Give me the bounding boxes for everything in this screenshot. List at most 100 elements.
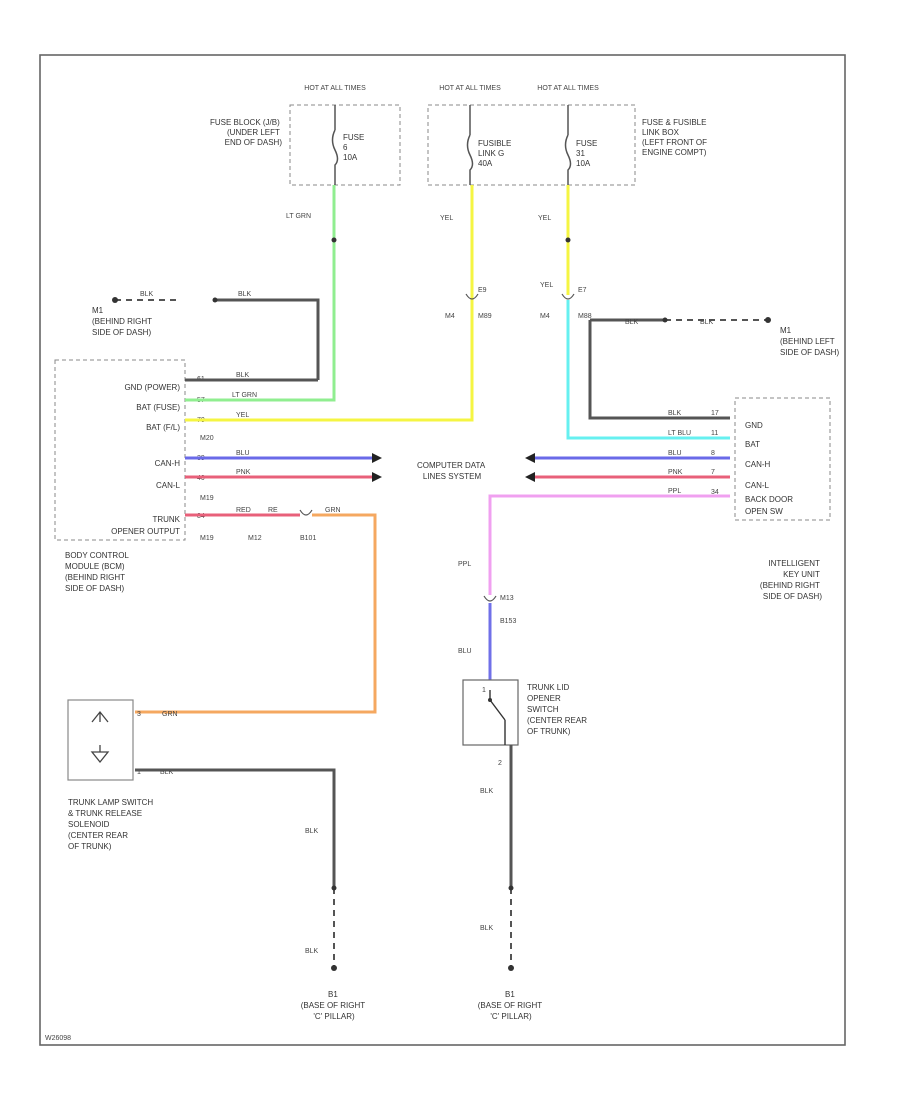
bcm-pin-bat-fl: BAT (F/L) [146,423,180,432]
ground-m1-left-dot [112,297,118,303]
wire-iku-ppl [488,494,730,595]
iku-pinnum-7: 7 [711,469,715,476]
splice-m4b-label: M4 [540,313,550,320]
splice-e9-label: E9 [478,287,487,294]
opener-caption: TRUNK LID OPENER SWITCH (CENTER REAR OF … [527,683,589,736]
wire-label-bcm-red: RED [236,507,251,514]
wire-label-blk-top: BLK [140,291,154,298]
ground-b1-left-label: B1 (BASE OF RIGHT 'C' PILLAR) [301,990,368,1021]
connector-e7 [561,293,575,300]
fuse-6-symbol [331,105,339,185]
hot-label-3: HOT AT ALL TIMES [537,85,599,92]
ground-m1-right-label: M1 (BEHIND LEFT SIDE OF DASH) [780,326,839,357]
splice-m12-label: M12 [248,535,262,542]
wire-label-iku-blu: BLU [668,450,682,457]
bcm-pin-opener: OPENER OUTPUT [111,527,180,536]
opener-switch-box [462,679,519,746]
hot-label-2: HOT AT ALL TIMES [439,85,501,92]
wire-ltblu [566,300,730,440]
node-yel-right [565,237,571,243]
wire-label-ltgrn-vert: LT GRN [286,213,311,220]
diagram-code: W26098 [45,1035,71,1042]
iku-pin-opensw: OPEN SW [745,507,783,516]
ground-m1-right: BLK BLK M1 (BEHIND LEFT SIDE OF DASH) [588,317,839,420]
bcm-pinnum-m19: M19 [200,495,214,502]
connector-m13 [483,595,497,602]
lamp-wire-grn: GRN [162,711,178,718]
splice-m19-label: M19 [200,535,214,542]
opener-switch-dot-top [488,698,492,702]
wire-label-blk-d: BLK [305,948,319,955]
lamp-caption: TRUNK LAMP SWITCH & TRUNK RELEASE SOLENO… [68,798,155,851]
fusible-link-symbol [466,105,474,185]
wire-label-iku-ppl: PPL [668,488,681,495]
trunk-opener-switch: 1 2 TRUNK LID OPENER SWITCH (CENTER REAR… [462,679,589,767]
ground-m1-left-wire-2 [215,298,320,380]
splice-m88-label: M88 [578,313,592,320]
bcm-pin-trunk: TRUNK [152,515,180,524]
splice-m89-label: M89 [478,313,492,320]
wire-label-bcm-pnk: PNK [236,469,251,476]
ground-m1-left: BLK BLK M1 (BEHIND RIGHT SIDE OF DASH) [92,291,320,380]
iku-pin-canh: CAN-H [745,460,771,469]
lamp-wire-blk: BLK [160,769,174,776]
opener-switch-symbol [489,690,506,745]
wire-label-ppl: PPL [458,561,471,568]
wire-label-blk-r1: BLK [625,319,639,326]
diagram-border [39,54,846,1046]
ground-b1-right-dot [508,965,514,971]
wire-label-blk-r2: BLK [700,319,714,326]
arrow-canl-left [372,472,382,482]
fuse-31-label: FUSE 31 10A [576,139,600,168]
wire-label-iku-blk: BLK [668,410,682,417]
iku-pin-bat: BAT [745,440,760,449]
bcm-box [54,359,186,541]
ground-m1-right-dot [765,317,771,323]
wire-label-iku-pnk: PNK [668,469,683,476]
wire-label-blk-top-2: BLK [238,291,252,298]
fuse-link-box [427,104,636,186]
iku-group: GND BAT CAN-H CAN-L BACK DOOR OPEN SW 17… [711,397,831,601]
wire-label-bcm-ltgrn: LT GRN [232,392,257,399]
opener-pin-1: 1 [482,687,486,694]
splice-b101-label: B101 [300,535,316,542]
bcm-pin-canl: CAN-L [156,481,181,490]
wire-bcm-yel [185,185,474,422]
wire-label-yel-1: YEL [440,215,453,222]
hot-label-1: HOT AT ALL TIMES [304,85,366,92]
bcm-pin-canh: CAN-H [155,459,181,468]
bcm-pin-gnd: GND (POWER) [124,383,180,392]
arrow-canl-right [525,472,535,482]
arrow-canh-left [372,453,382,463]
fuse-6-label: FUSE 6 10A [343,133,367,162]
bcm-pinnum-m20: M20 [200,435,214,442]
wire-bcm-ltgrn [185,185,336,402]
solenoid-symbol [90,745,110,764]
node-lamp-ground [331,885,337,891]
splice-m4-label: M4 [445,313,455,320]
fuse-block-label: FUSE BLOCK (J/B) (UNDER LEFT END OF DASH… [210,118,282,147]
splice-b153-label: B153 [500,618,516,625]
iku-box [734,397,831,521]
fuse-31-symbol [564,105,572,185]
splice-m13-label: M13 [500,595,514,602]
iku-pin-gnd: GND [745,421,763,430]
fuse-link-box-group: HOT AT ALL TIMES HOT AT ALL TIMES FUSIBL… [427,85,707,186]
ground-m1-left-label: M1 (BEHIND RIGHT SIDE OF DASH) [92,306,154,337]
wire-label-blk-c: BLK [305,828,319,835]
wire-label-blk-a: BLK [480,788,494,795]
lamp-switch-symbol [91,710,109,723]
bcm-pin-bat-fuse: BAT (FUSE) [136,403,180,412]
fuse-block-box [289,104,401,186]
iku-pin-backdoor: BACK DOOR [745,495,793,504]
wire-label-bcm-grn: GRN [325,507,341,514]
wire-label-bcm-blu: BLU [236,450,250,457]
wire-lamp-ground [135,768,336,888]
can-label: COMPUTER DATA LINES SYSTEM [417,461,487,481]
wire-label-yel-3: YEL [540,282,553,289]
node-ltgrn [331,237,337,243]
wire-trunk-orange [135,513,377,714]
fuse-block-group: HOT AT ALL TIMES FUSE BLOCK (J/B) (UNDER… [210,85,401,186]
connector-b101 [299,509,313,516]
